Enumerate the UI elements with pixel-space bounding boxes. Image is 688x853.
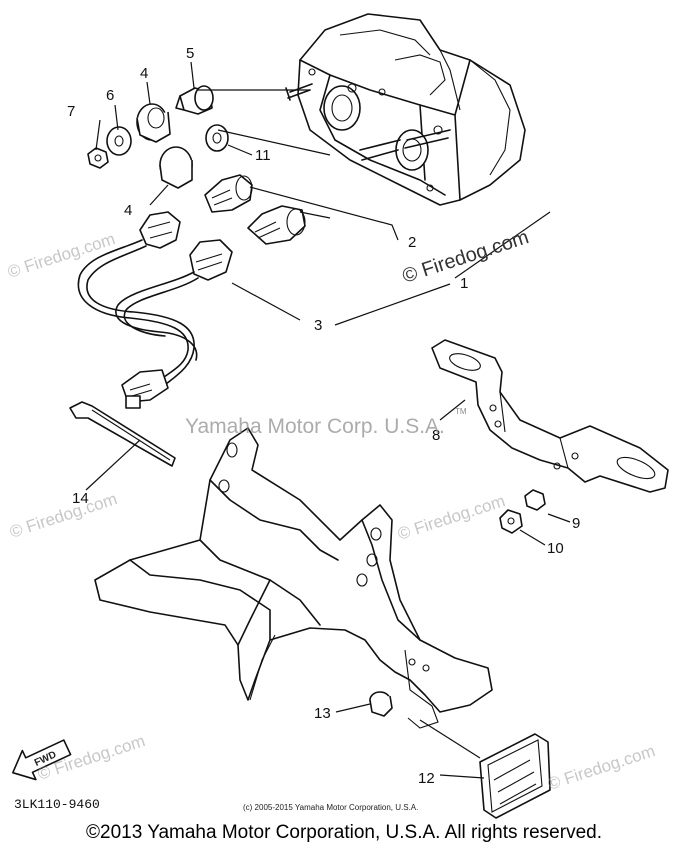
callout-6: 6: [106, 87, 114, 104]
corp-tm: TM: [455, 407, 467, 416]
cable-tie: [69, 401, 176, 467]
callout-8: 8: [432, 427, 440, 444]
callout-12: 12: [418, 770, 435, 787]
copyright-footer: ©2013 Yamaha Motor Corporation, U.S.A. A…: [86, 822, 602, 843]
callout-14: 14: [72, 490, 89, 507]
watermark-firedog: © Firedog.com: [5, 229, 117, 282]
callout-11: 11: [255, 147, 271, 164]
socket-upper: [139, 211, 181, 249]
taillight-housing: [285, 13, 526, 206]
callout-4-upper: 4: [140, 65, 148, 82]
callout-4-lower: 4: [124, 202, 132, 219]
washer-11: [205, 124, 229, 152]
nut-7: [87, 147, 109, 169]
callout-5: 5: [186, 45, 194, 62]
small-copyright: (c) 2005-2015 Yamaha Motor Corporation, …: [243, 803, 418, 812]
fender-bracket: [94, 427, 493, 729]
license-bracket: [431, 339, 669, 493]
reflector: [479, 733, 551, 819]
grommet-upper: [136, 103, 171, 143]
callout-13: 13: [314, 705, 331, 722]
nut-9: [524, 489, 546, 511]
grommet-13: [369, 691, 393, 717]
washer-6: [106, 126, 132, 156]
callout-9: 9: [572, 515, 580, 532]
watermarks: © Firedog.com © Firedog.com © Firedog.co…: [5, 226, 657, 794]
watermark-firedog: © Firedog.com: [7, 489, 119, 542]
callout-7: 7: [67, 103, 75, 120]
bulb-lower: [247, 205, 306, 245]
bulb-upper: [204, 174, 253, 213]
callout-10: 10: [547, 540, 564, 557]
callout-2: 2: [408, 234, 416, 251]
corp-watermark: Yamaha Motor Corp. U.S.A.: [185, 415, 445, 438]
leader-lines: [85, 61, 571, 779]
watermark-firedog: © Firedog.com: [545, 741, 657, 794]
fwd-arrow: FWD: [12, 739, 72, 781]
bolt-5: [175, 85, 214, 115]
callouts: 1 2 3 4 4 5 6 7 8 9 10 11 12 13 14: [67, 45, 580, 787]
socket-lower: [189, 239, 233, 281]
callout-1: 1: [460, 275, 468, 292]
callout-3: 3: [314, 317, 322, 334]
wiring-harness: [77, 239, 199, 409]
part-number: 3LK110-9460: [14, 797, 100, 812]
grommet-lower: [159, 146, 193, 189]
watermark-firedog: © Firedog.com: [395, 491, 507, 544]
nut-10: [499, 509, 523, 534]
